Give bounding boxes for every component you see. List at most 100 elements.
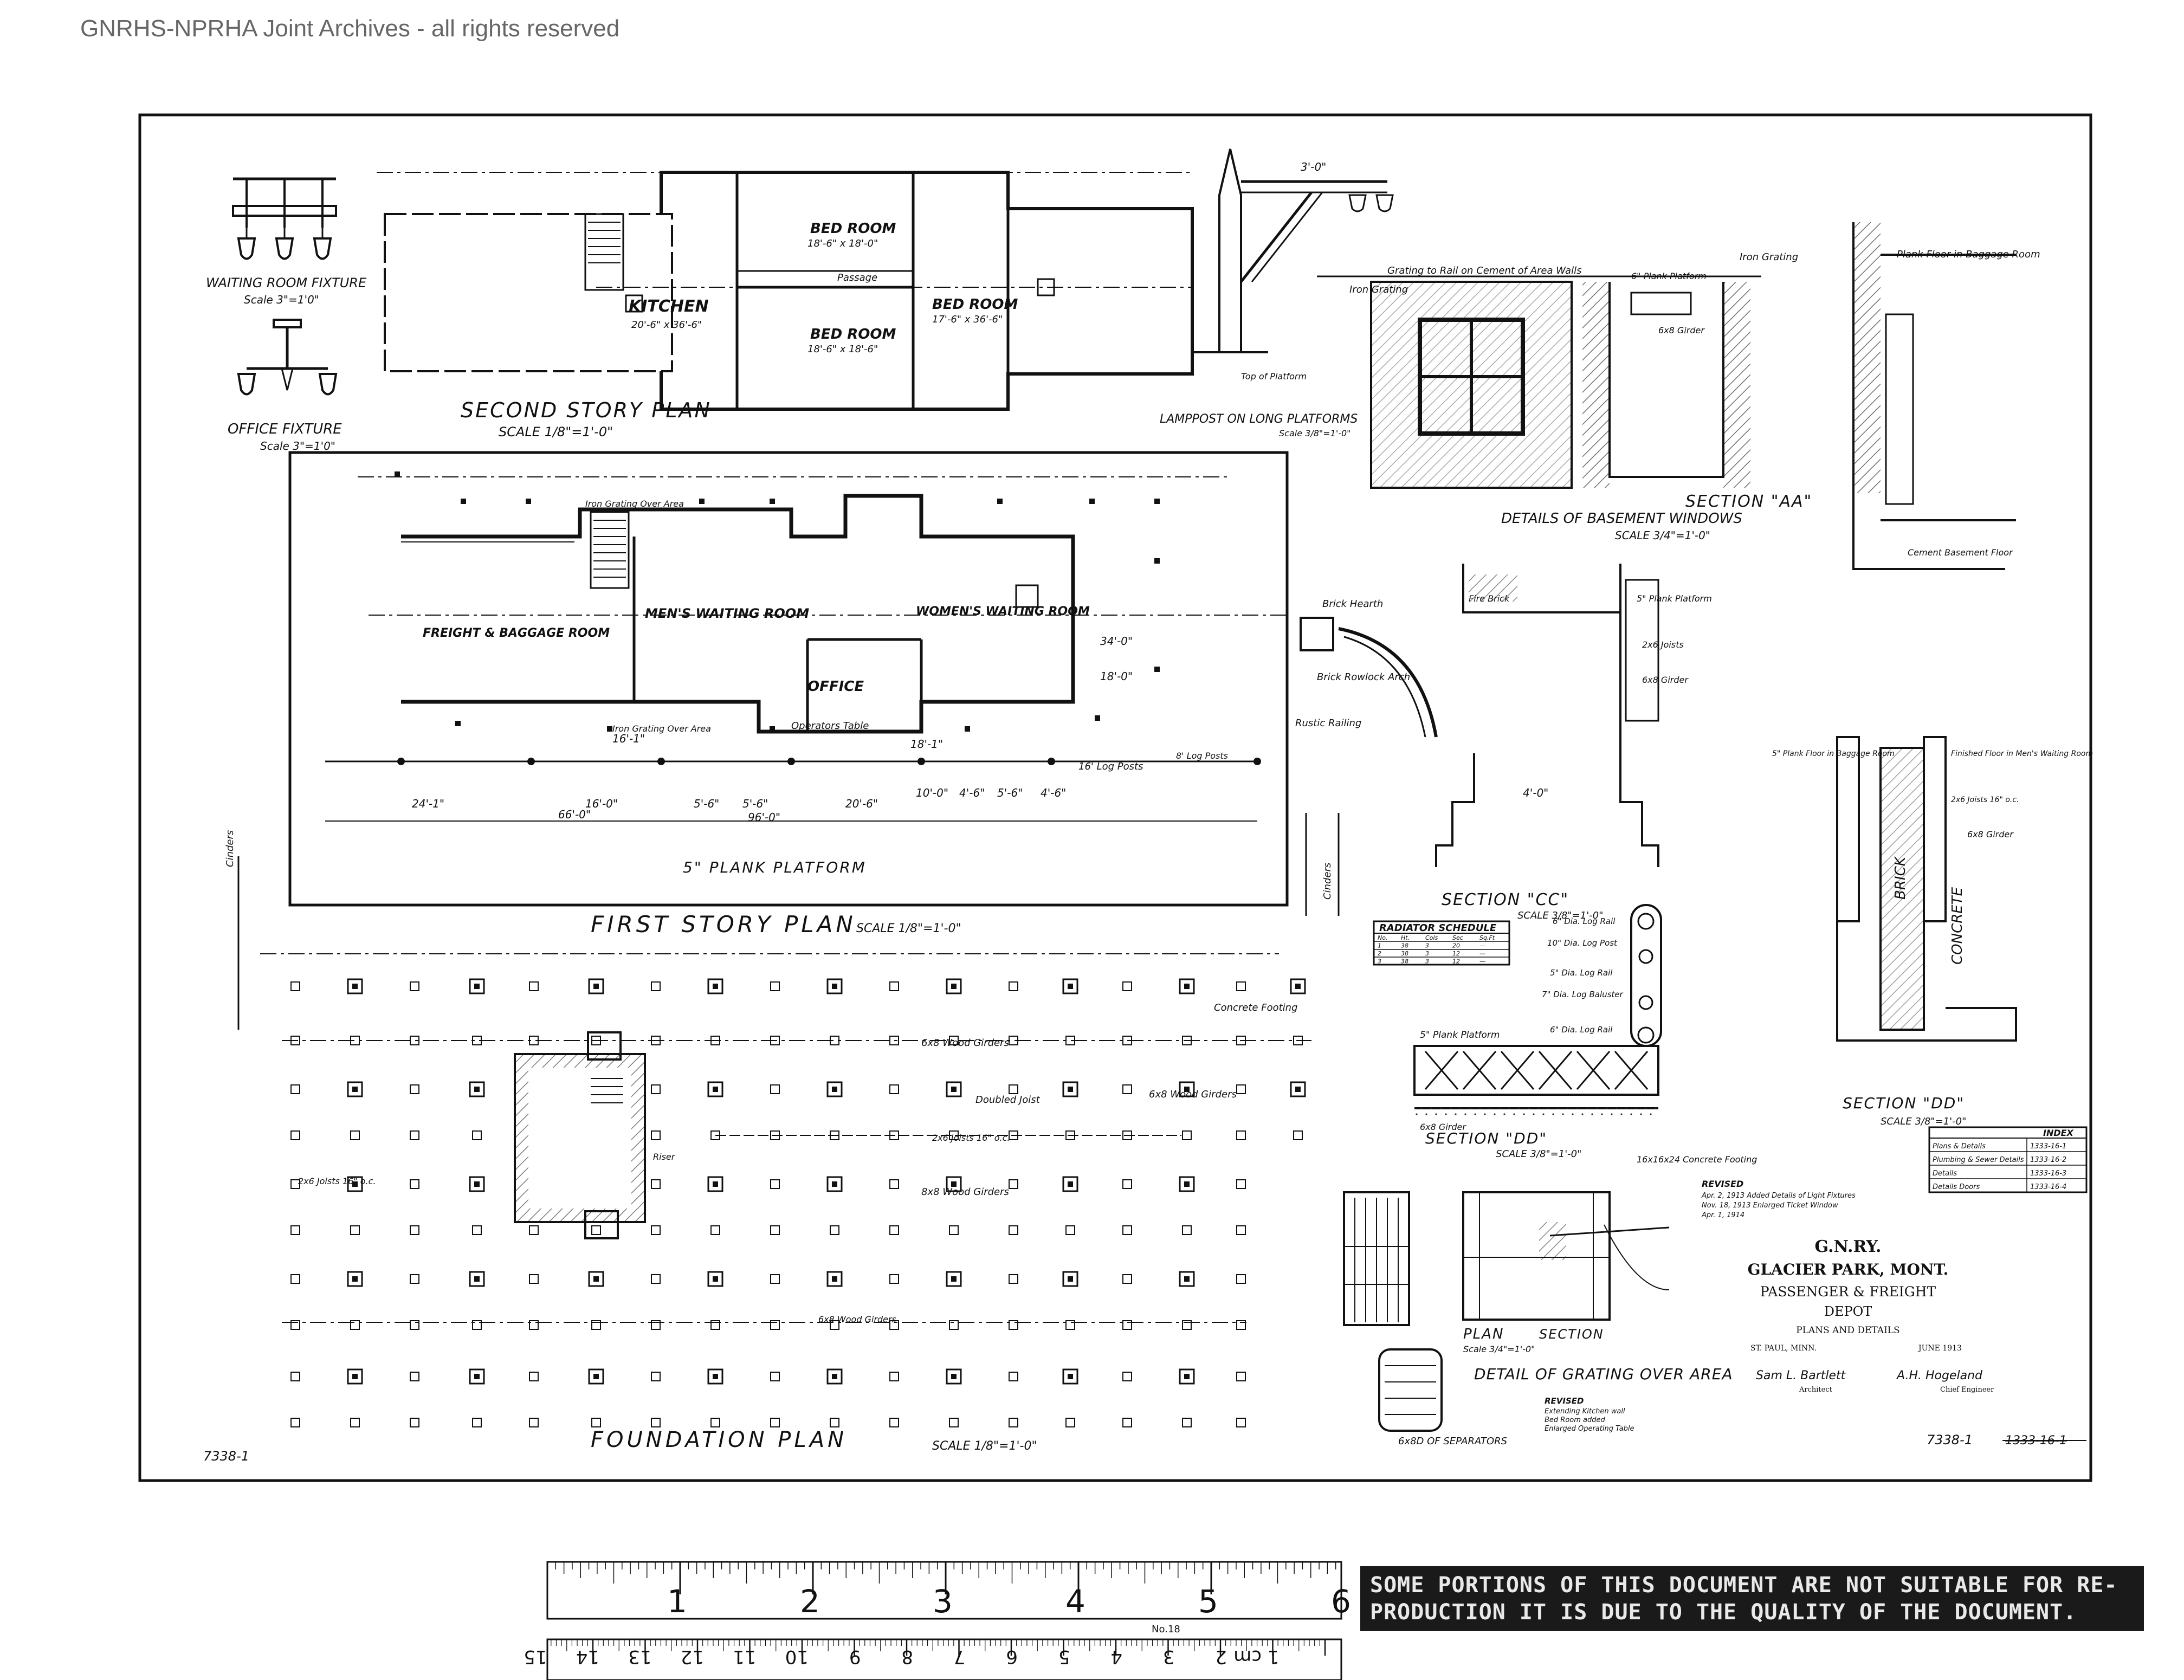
foundation-pier-post [1068, 984, 1073, 989]
foundation-pier [588, 978, 604, 994]
foundation-pier [591, 1225, 601, 1235]
foundation-pier [1062, 1368, 1078, 1385]
foundation-pier [1065, 1036, 1075, 1045]
foundation-pier [1122, 981, 1132, 991]
foundation-pier [1122, 1036, 1132, 1045]
drawing-number-left: 7338-1 [203, 1449, 249, 1464]
ruler-cm-label: 8 [901, 1646, 913, 1668]
foundation-pier-post [713, 1374, 718, 1379]
foundation-pier [889, 1225, 899, 1235]
foundation-pier [290, 1418, 300, 1427]
ruler-inch-label: 3 [933, 1583, 953, 1620]
foundation-pier [1122, 1418, 1132, 1427]
foundation-pier-post [713, 1181, 718, 1187]
foundation-pier [1179, 1368, 1195, 1385]
drawing-title: PASSENGER & FREIGHT [1760, 1284, 1936, 1300]
ruler-cm-label: 1 cm [1233, 1646, 1279, 1668]
svg-text:6" Plank Platform: 6" Plank Platform [1631, 271, 1707, 281]
svg-text:SCALE 3/4"=1'-0": SCALE 3/4"=1'-0" [1615, 529, 1710, 542]
foundation-pier [889, 1274, 899, 1284]
svg-text:1333-16-4: 1333-16-4 [2030, 1183, 2066, 1191]
foundation-pier [889, 981, 899, 991]
radiator-cell: 12 [1452, 950, 1460, 957]
svg-text:Chief Engineer: Chief Engineer [1940, 1386, 1994, 1394]
ruler-inch-label: 1 [667, 1583, 687, 1620]
ruler-cm-label: 13 [628, 1646, 651, 1668]
ruler-cm-label: 10 [785, 1646, 809, 1668]
foundation-pier [1062, 1176, 1078, 1192]
foundation-pier [1065, 1418, 1075, 1427]
radiator-cell: 3 [1378, 958, 1381, 965]
foundation-pier [826, 1081, 843, 1097]
foundation-pier [1122, 1274, 1132, 1284]
foundation-pier [469, 1271, 485, 1287]
lamppost-detail: 3'-0" Top of Platform LAMPPOST ON LONG P… [1160, 148, 1394, 438]
foundation-pier-post [1295, 1087, 1301, 1092]
foundation-pier [1009, 1225, 1018, 1235]
foundation-pier [410, 1130, 419, 1140]
foundation-pier [591, 1036, 601, 1045]
office-fixture-scale: Scale 3"=1'0" [260, 440, 335, 453]
foundation-pier [830, 1225, 839, 1235]
railway-name: G.N.RY. [1815, 1237, 1882, 1256]
svg-text:6x8 Girder: 6x8 Girder [1967, 829, 2014, 839]
foundation-pier-post [832, 1374, 837, 1379]
mens-waiting-room-label: MEN'S WAITING ROOM [645, 606, 809, 621]
foundation-pier [946, 1176, 962, 1192]
foundation-pier [290, 1179, 300, 1189]
foundation-plan-title: FOUNDATION PLAN [591, 1427, 847, 1452]
foundation-pier [1290, 1081, 1306, 1097]
bedroom-label-3: BED ROOM [932, 296, 1018, 313]
plank-platform-label: 5" PLANK PLATFORM [683, 858, 867, 876]
section-dd-railing-title: SECTION "DD" [1425, 1129, 1547, 1147]
svg-text:Scale 3/4"=1'-0": Scale 3/4"=1'-0" [1463, 1344, 1535, 1354]
foundation-pier [770, 1225, 780, 1235]
foundation-pier-post [832, 1087, 837, 1092]
svg-text:Riser: Riser [653, 1152, 676, 1162]
ruler-cm-label: 2 [1215, 1646, 1227, 1668]
radiator-cell: — [1479, 942, 1485, 949]
foundation-pier-post [352, 1087, 358, 1092]
foundation-pier [830, 1418, 839, 1427]
foundation-pier-post [352, 984, 358, 989]
foundation-pier [1182, 1320, 1192, 1330]
svg-text:6x8 Girder: 6x8 Girder [1658, 325, 1705, 335]
foundation-pier [946, 1368, 962, 1385]
foundation-pier [1182, 1130, 1192, 1140]
foundation-pier-post [1068, 1276, 1073, 1282]
foundation-pier [1065, 1130, 1075, 1140]
foundation-pier [1009, 1320, 1018, 1330]
foundation-pier [651, 1225, 661, 1235]
foundation-pier [651, 1179, 661, 1189]
svg-text:PLAN: PLAN [1463, 1326, 1504, 1342]
bedroom-label-1: BED ROOM [810, 221, 896, 237]
ruler-cm-label: 7 [954, 1646, 966, 1668]
radiator-cell: Sec [1452, 934, 1463, 941]
foundation-pier [707, 1271, 723, 1287]
svg-text:34'-0": 34'-0" [1100, 635, 1133, 648]
foundation-pier [410, 1179, 419, 1189]
foundation-pier [830, 1036, 839, 1045]
svg-text:6x8 Girder: 6x8 Girder [1420, 1122, 1466, 1132]
foundation-pier [1122, 1130, 1132, 1140]
foundation-pier-post [1184, 984, 1190, 989]
radiator-cell: 38 [1401, 958, 1408, 965]
sheet-title: PLANS AND DETAILS [1796, 1325, 1900, 1336]
foundation-pier [707, 1081, 723, 1097]
foundation-pier [1009, 981, 1018, 991]
radiator-cell: 3 [1425, 958, 1429, 965]
foundation-pier-post [713, 984, 718, 989]
foundation-pier [1065, 1225, 1075, 1235]
svg-text:CONCRETE: CONCRETE [1949, 887, 1966, 965]
foundation-pier [710, 1036, 720, 1045]
foundation-pier-post [1068, 1374, 1073, 1379]
foundation-pier [1009, 1036, 1018, 1045]
waiting-room-fixture-title: WAITING ROOM FIXTURE [206, 275, 367, 290]
foundation-pier [651, 1084, 661, 1094]
watermark: GNRHS-NPRHA Joint Archives - all rights … [80, 15, 620, 42]
foundation-pier [770, 1179, 780, 1189]
foundation-pier-post [593, 984, 599, 989]
svg-text:2x6 Joists: 2x6 Joists [1642, 639, 1684, 650]
svg-text:Grating to Rail on Cement of A: Grating to Rail on Cement of Area Walls [1387, 265, 1581, 276]
